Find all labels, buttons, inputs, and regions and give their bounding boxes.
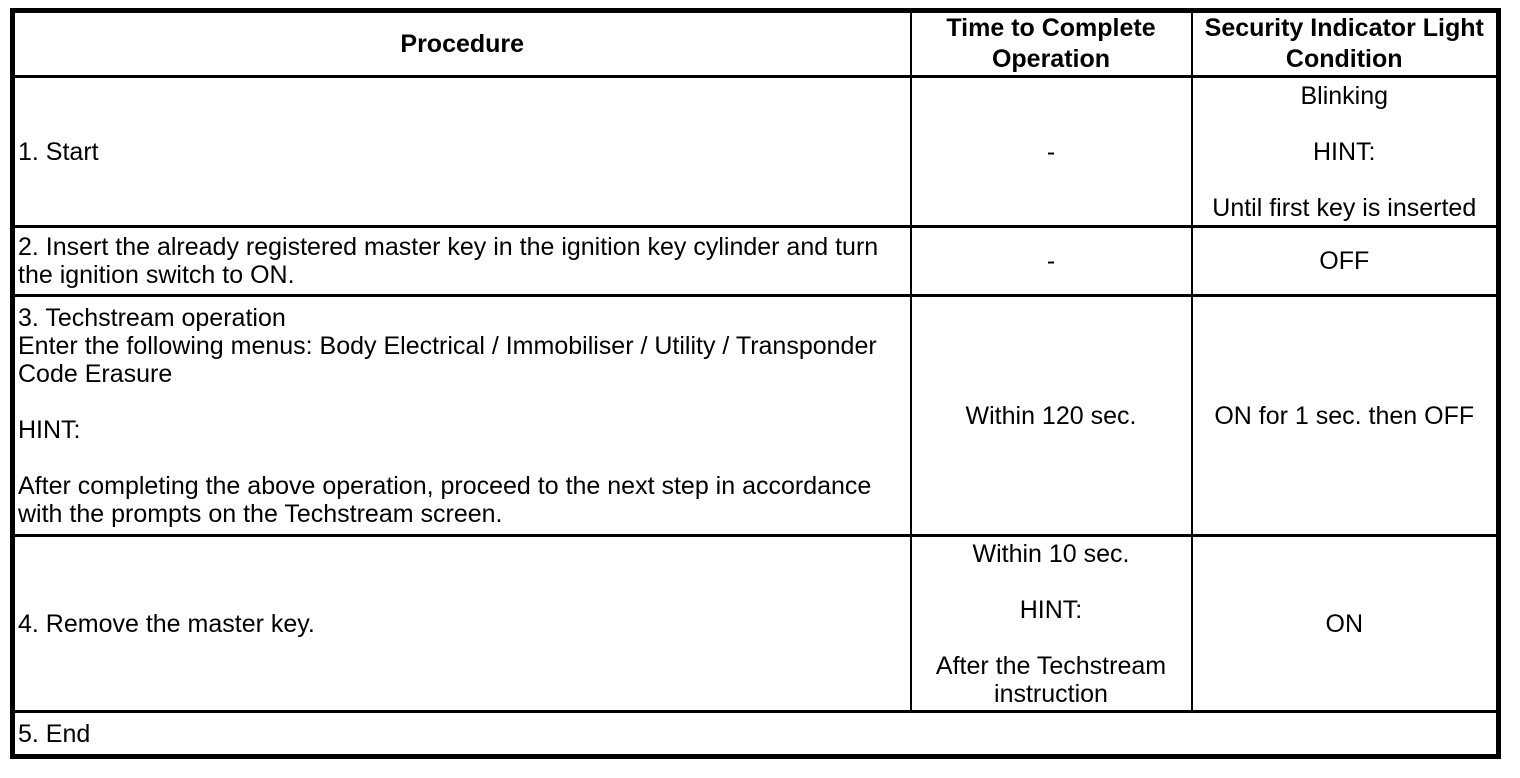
light-condition-text: OFF — [1319, 247, 1370, 275]
procedure-text: 4. Remove the master key. — [18, 609, 315, 638]
hint-label: HINT: — [18, 416, 81, 444]
procedure-cell: 4. Remove the master key. — [11, 534, 912, 713]
hint-text: Until first key is inserted — [1212, 193, 1477, 222]
procedure-cell: 2. Insert the already registered master … — [11, 225, 912, 297]
time-text: Within 10 sec. — [972, 539, 1130, 568]
col-header-procedure: Procedure — [11, 9, 912, 78]
col-header-time-to-complete: Time to Complete Operation — [909, 9, 1193, 78]
time-cell: - — [909, 75, 1193, 228]
hint-label: HINT: — [1019, 595, 1083, 624]
procedure-table: Procedure Time to Complete Operation Sec… — [10, 8, 1501, 759]
procedure-text: 1. Start — [18, 137, 99, 166]
time-cell: Within 120 sec. — [909, 294, 1193, 537]
header-row: Procedure Time to Complete Operation Sec… — [11, 9, 1500, 78]
hint-text: After the Techstream instruction — [935, 651, 1167, 708]
procedure-text: 3. Techstream operation Enter the follow… — [18, 304, 877, 388]
procedure-text: 2. Insert the already registered master … — [18, 233, 879, 289]
procedure-cell: 1. Start — [11, 75, 912, 228]
light-condition-cell: OFF — [1190, 225, 1500, 297]
light-condition-cell: Blinking HINT: Until first key is insert… — [1190, 75, 1500, 228]
time-text: - — [1046, 247, 1056, 275]
light-condition-text: ON for 1 sec. then OFF — [1214, 401, 1475, 430]
hint-label: HINT: — [1313, 137, 1376, 166]
procedure-cell: 5. End — [11, 710, 1500, 758]
procedure-text: 5. End — [18, 719, 91, 748]
hint-text: After completing the above operation, pr… — [18, 472, 872, 528]
time-text: - — [1046, 137, 1056, 166]
table-row-step-5: 5. End — [11, 710, 1500, 758]
procedure-cell: 3. Techstream operation Enter the follow… — [11, 294, 912, 537]
light-condition-cell: ON — [1190, 534, 1500, 713]
time-cell: - — [909, 225, 1193, 297]
light-condition-text: Blinking — [1300, 81, 1389, 110]
light-condition-text: ON — [1325, 609, 1364, 638]
light-condition-cell: ON for 1 sec. then OFF — [1190, 294, 1500, 537]
time-cell: Within 10 sec. HINT: After the Techstrea… — [909, 534, 1193, 713]
table-row-step-2: 2. Insert the already registered master … — [11, 225, 1500, 297]
table-row-step-4: 4. Remove the master key. Within 10 sec.… — [11, 534, 1500, 713]
table-row-step-1: 1. Start - Blinking HINT: Until first ke… — [11, 75, 1500, 228]
table-row-step-3: 3. Techstream operation Enter the follow… — [11, 294, 1500, 537]
col-header-security-indicator: Security Indicator Light Condition — [1190, 9, 1500, 78]
time-text: Within 120 sec. — [965, 401, 1137, 430]
